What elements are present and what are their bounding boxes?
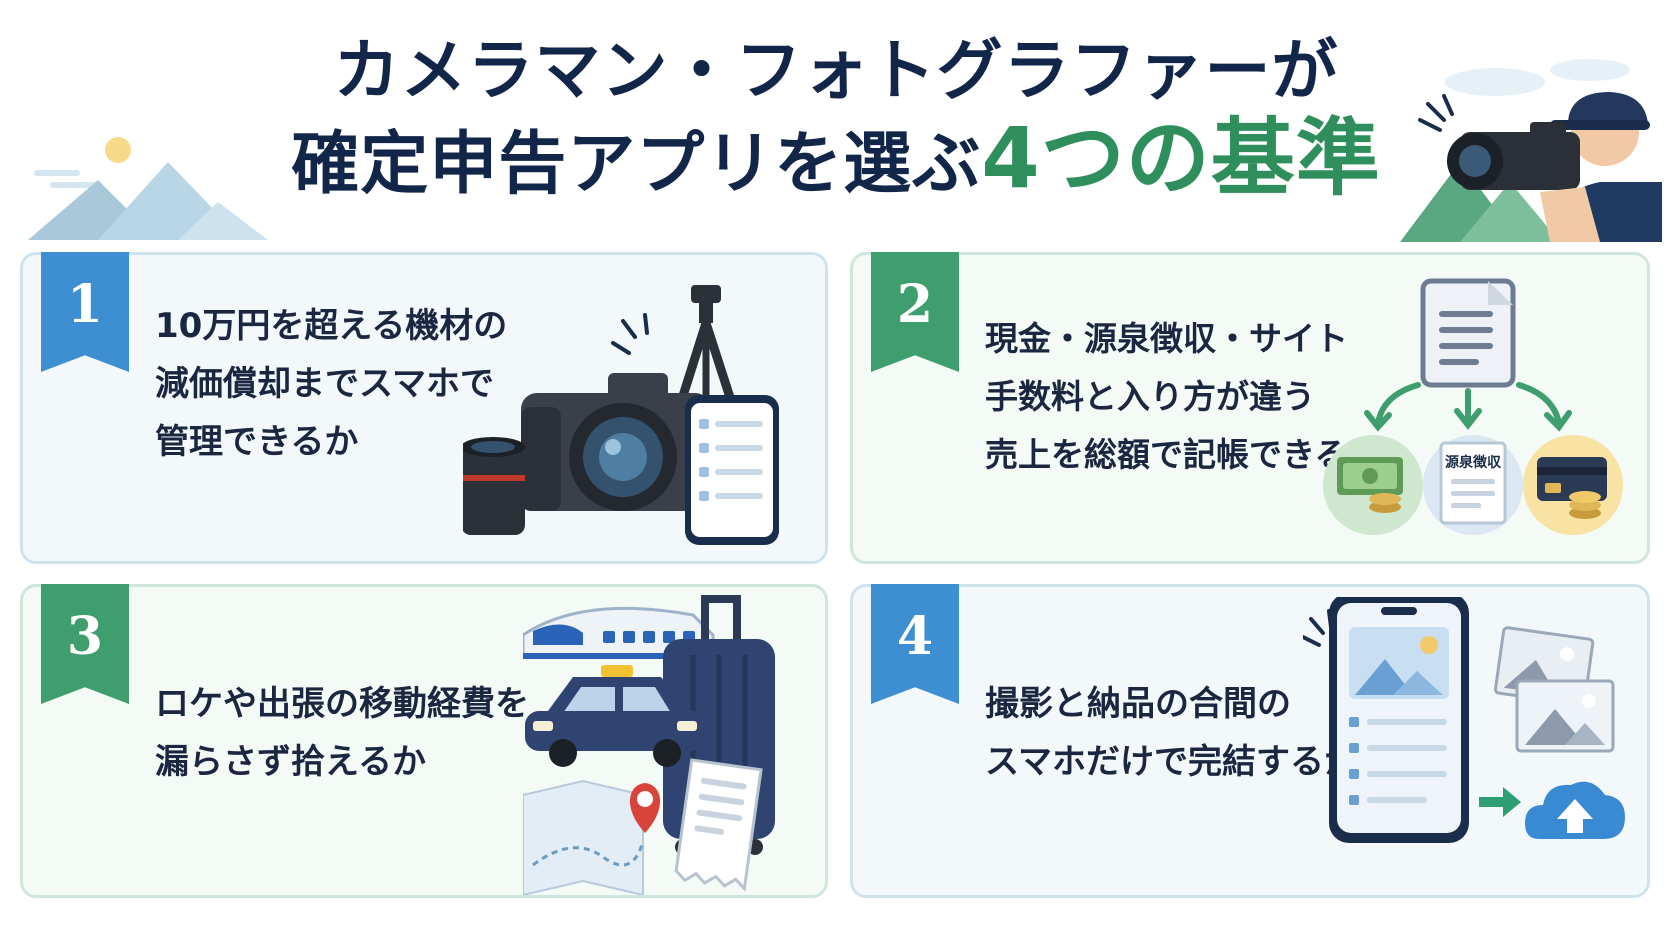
- criterion-4-line: 撮影と納品の合間の: [985, 684, 1291, 724]
- criterion-3-line: ロケや出張の移動経費を: [155, 684, 529, 724]
- criterion-card-1: 1 10万円を超える機材の 減価償却までスマホで 管理できるか: [20, 252, 828, 564]
- photographer-icon: [1400, 59, 1662, 242]
- criterion-number-3: 3: [41, 584, 129, 704]
- criterion-card-3: 3 ロケや出張の移動経費を 漏らさず拾えるか: [20, 584, 828, 898]
- criterion-card-2: 2 現金・源泉徴収・サイト 手数料と入り方が違う 売上を総額で記帳できるか: [850, 252, 1650, 564]
- cloud-upload-icon: [1525, 781, 1625, 839]
- photo-icon: [1349, 627, 1449, 699]
- page-title: カメラマン・フォトグラファーが 確定申告アプリを選ぶ4つの基準: [0, 30, 1672, 211]
- criterion-1-line: 10万円を超える機材の: [155, 306, 508, 346]
- phone-checklist-icon: [685, 395, 779, 545]
- cash-icon: [1323, 435, 1423, 535]
- criterion-2-line: 現金・源泉徴収・サイト: [985, 319, 1348, 358]
- map-icon: [523, 779, 645, 895]
- criterion-3-line: 漏らさず拾えるか: [155, 742, 426, 782]
- travel-expense-illustration: [523, 595, 775, 895]
- photo-icon: [1493, 626, 1615, 753]
- spark-icon: [611, 313, 649, 355]
- arrow-icons: [1364, 382, 1572, 432]
- credit-card-icon: [1523, 435, 1623, 535]
- lens-icon: [463, 437, 525, 535]
- phone-icon: [1329, 597, 1469, 843]
- criterion-2-line: 手数料と入り方が違う: [985, 377, 1315, 416]
- camera-equipment-illustration: [463, 285, 779, 545]
- title-line-2: 確定申告アプリを選ぶ4つの基準: [0, 112, 1672, 211]
- receipt-icon: [674, 758, 763, 892]
- withholding-badge-label: 源泉徴収: [1445, 454, 1502, 471]
- criterion-text-1: 10万円を超える機材の 減価償却までスマホで 管理できるか: [155, 297, 507, 471]
- title-line-1: カメラマン・フォトグラファーが: [333, 32, 1339, 109]
- criterion-text-4: 撮影と納品の合間の スマホだけで完結するか: [985, 675, 1358, 791]
- title-accent: 4つの基準: [981, 109, 1381, 207]
- withholding-slip-icon: 源泉徴収: [1423, 435, 1523, 535]
- criterion-number-1: 1: [41, 252, 129, 372]
- criterion-number-2: 2: [871, 252, 959, 372]
- criterion-text-2: 現金・源泉徴収・サイト 手数料と入り方が違う 売上を総額で記帳できるか: [985, 310, 1380, 484]
- criterion-number-4: 4: [871, 584, 959, 704]
- mountain-sun-icon: [28, 137, 268, 240]
- criterion-2-line: 売上を総額で記帳できるか: [985, 435, 1381, 474]
- revenue-sources-illustration: 源泉徴収: [1323, 278, 1623, 535]
- document-icon: [1420, 278, 1516, 388]
- criterion-card-4: 4 撮影と納品の合間の スマホだけで完結するか: [850, 584, 1650, 898]
- criterion-1-line: 減価償却までスマホで: [155, 364, 494, 404]
- taxi-icon: [525, 665, 705, 767]
- spark-icon: [1303, 609, 1333, 647]
- criterion-1-line: 管理できるか: [155, 422, 359, 462]
- criterion-4-line: スマホだけで完結するか: [985, 742, 1358, 782]
- title-line-2-prefix: 確定申告アプリを選ぶ: [291, 125, 982, 204]
- camera-icon: [521, 373, 711, 511]
- map-pin-icon: [629, 783, 661, 833]
- mobile-workflow-illustration: [1303, 597, 1625, 843]
- criterion-text-3: ロケや出張の移動経費を 漏らさず拾えるか: [155, 675, 529, 791]
- train-icon: [523, 606, 715, 659]
- arrow-right-icon: [1479, 787, 1521, 817]
